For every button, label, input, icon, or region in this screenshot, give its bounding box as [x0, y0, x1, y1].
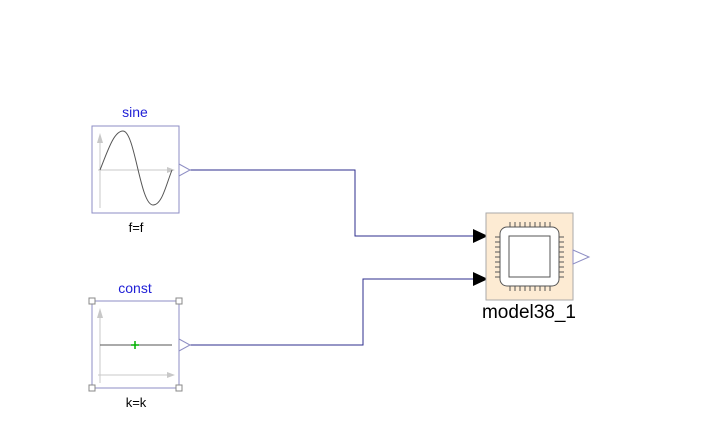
model-block[interactable] — [485, 212, 591, 301]
sine-block-name: sine — [122, 104, 148, 120]
const-block-name: const — [118, 280, 152, 296]
selection-handles[interactable] — [88, 297, 183, 392]
connection-sine-to-model[interactable] — [188, 169, 488, 243]
const-output-port[interactable] — [178, 338, 192, 352]
connection-const-to-model[interactable] — [188, 272, 488, 346]
const-block[interactable] — [88, 297, 192, 392]
model-block-name: model38_1 — [481, 302, 577, 323]
sine-output-port[interactable] — [178, 163, 192, 177]
sine-block-param: f=f — [128, 220, 144, 235]
const-block-param: k=k — [125, 395, 147, 410]
chip-icon — [495, 222, 564, 291]
sine-wave-icon — [97, 130, 175, 208]
constant-line-icon — [97, 308, 175, 383]
model-output-port[interactable] — [572, 249, 591, 265]
sine-block[interactable] — [91, 125, 192, 214]
